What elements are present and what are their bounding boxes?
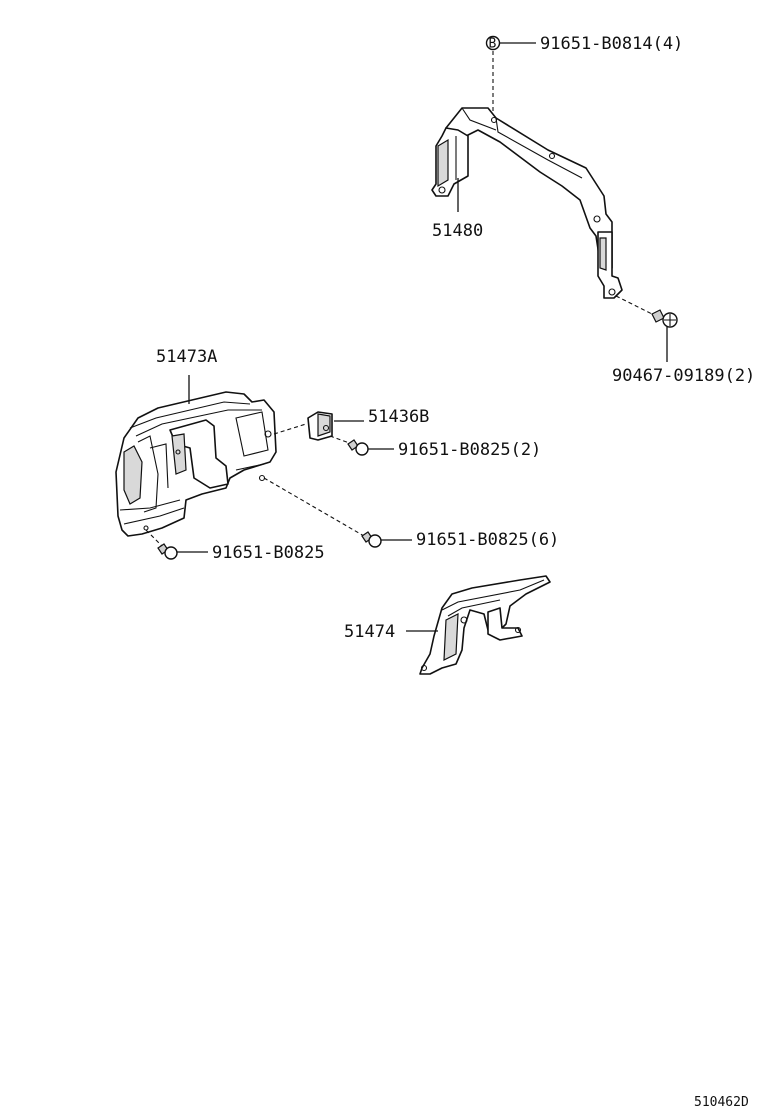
label-91651-B0825-6: 91651-B0825(6) (416, 530, 559, 550)
assembly-line (145, 529, 163, 547)
label-91651-B0825: 91651-B0825 (212, 543, 325, 563)
label-51473A: 51473A (156, 347, 217, 367)
label-91651-B0825-2: 91651-B0825(2) (398, 440, 541, 460)
clip-51436B-part (307, 411, 333, 441)
label-90467-09189: 90467-09189(2) (612, 366, 755, 386)
label-91651-B0814: 91651-B0814(4) (540, 34, 683, 54)
bolt-91651-B0814-icon: B (485, 35, 501, 52)
bracket-51480-part (431, 107, 623, 299)
assembly-line (273, 423, 307, 435)
bolt-91651-B0825-6-icon (361, 531, 382, 548)
callout-symbol-b: B (489, 37, 497, 52)
bolt-91651-B0825-icon (157, 543, 178, 560)
label-51474: 51474 (344, 622, 395, 642)
assembly-line (329, 435, 353, 445)
label-51480: 51480 (432, 221, 483, 241)
assembly-line (615, 295, 657, 317)
bolt-91651-B0825-2-icon (347, 439, 369, 456)
label-51436B: 51436B (368, 407, 429, 427)
bracket-51474-part (419, 575, 551, 675)
figure-code: 510462D (694, 1095, 749, 1110)
cover-51473A-part (115, 391, 277, 537)
assembly-line (263, 477, 365, 537)
clip-90467-09189-icon (651, 309, 678, 328)
